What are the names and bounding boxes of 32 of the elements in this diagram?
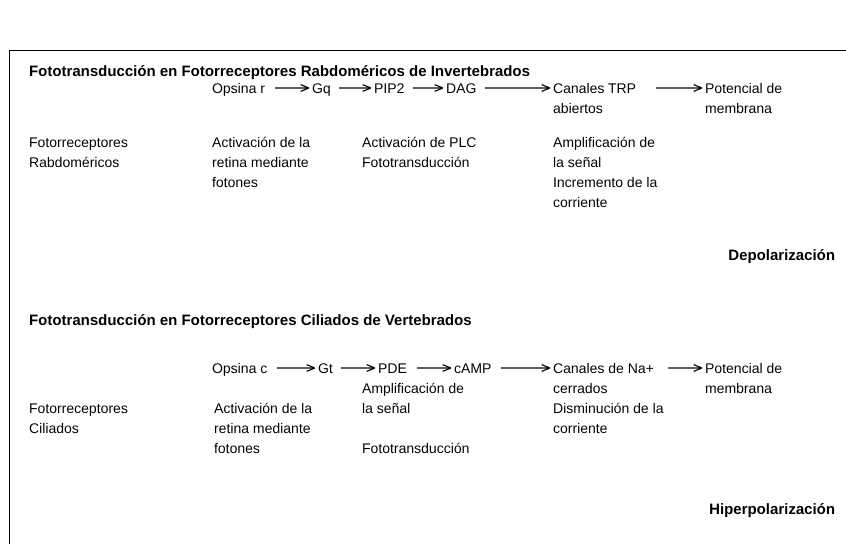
process-text: Potencial de membrana [705,358,815,398]
description-text: Activación de la retina mediante fotones [212,133,312,192]
process-text: Canales de Na+ cerrados [553,358,665,398]
description-text: Amplificación de la señal [362,379,465,418]
arrow [341,364,376,372]
description-text: Fototransducción [362,153,470,172]
process-text: Opsina c [212,358,274,378]
arrow [668,364,703,372]
description-text: Disminución de la corriente [553,399,664,438]
arrow [275,84,310,92]
arrow [339,84,372,92]
arrow [277,364,316,372]
description-text: Fotorreceptores Rabdoméricos [29,133,129,172]
description-text: Fototransducción [362,439,470,458]
description-text: Incremento de la corriente [553,173,658,212]
process-text: PDE [378,358,414,378]
description-text: Activación de PLC [362,133,478,152]
arrow [501,364,551,372]
process-text: Canales TRP abiertos [553,78,653,118]
arrow [656,84,703,92]
result-label: Hiperpolarización [708,500,835,520]
description-text: Amplificación de la señal [553,133,656,172]
description-text: Activación de la retina mediante fotones [214,399,314,458]
arrow [417,364,452,372]
arrow [485,84,551,92]
result-label: Depolarización [727,246,835,266]
section-heading: Fototransducción en Fotorreceptores Ciliados de Vertebrados [29,311,473,331]
arrow [413,84,444,92]
description-text: Fotorreceptores Ciliados [29,399,129,438]
process-text: cAMP [454,358,498,378]
process-text: Potencial de membrana [705,78,815,118]
process-text: Gt [318,358,338,378]
